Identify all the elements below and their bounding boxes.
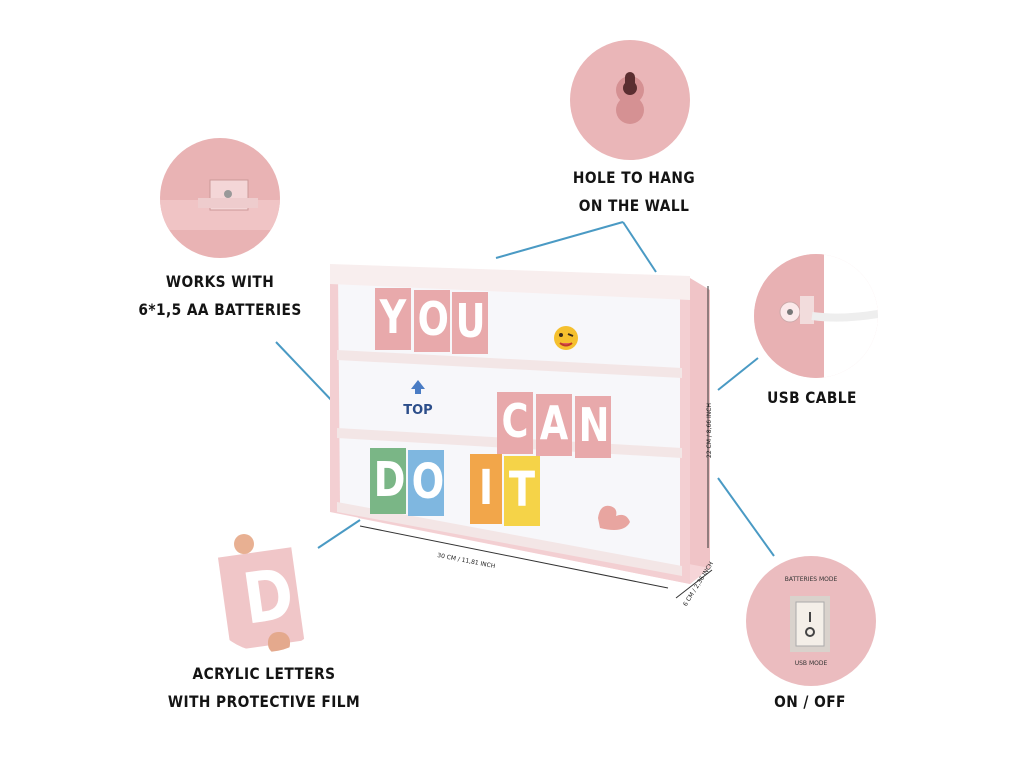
callout-hang-line2: ON THE WALL	[578, 196, 690, 215]
tile-o2	[408, 450, 444, 516]
switch-label-top: BATTERIES MODE	[784, 576, 838, 583]
lightbox-side	[690, 278, 710, 584]
callout-switch: ON / OFF	[758, 688, 861, 716]
tile-a	[536, 394, 572, 456]
callout-usb-line1: USB CABLE	[767, 388, 857, 407]
callout-letters: ACRYLIC LETTERS WITH PROTECTIVE FILM	[152, 660, 376, 716]
leader-line-batteries	[275, 341, 336, 405]
tile-u	[452, 292, 488, 354]
tile-d	[370, 448, 406, 514]
leader-line-hang	[495, 221, 624, 259]
leader-line-usb	[717, 357, 759, 391]
tile-c	[497, 392, 533, 454]
switch-label-bottom: USB MODE	[794, 660, 828, 667]
callout-usb: USB CABLE	[752, 384, 872, 412]
leader-line-letters	[317, 519, 361, 549]
callout-batteries-line1: WORKS WITH	[165, 272, 275, 291]
keyhole-icon	[616, 72, 644, 124]
detail-circle-letter: D	[204, 528, 328, 652]
tile-i	[470, 454, 502, 524]
callout-switch-line1: ON / OFF	[774, 692, 846, 711]
rocker-switch-icon	[790, 596, 830, 652]
tile-o	[414, 290, 450, 352]
lightbox-rail-1	[337, 350, 682, 378]
leader-line-switch	[717, 477, 775, 557]
callout-batteries-line2: 6*1,5 AA BATTERIES	[138, 300, 302, 319]
battery-clip-icon	[160, 179, 280, 230]
callout-batteries: WORKS WITH 6*1,5 AA BATTERIES	[117, 268, 323, 324]
tile-t	[504, 456, 540, 526]
tile-y	[375, 288, 411, 350]
lightbox-rail-top	[330, 264, 690, 300]
tile-n	[575, 396, 611, 458]
lightbox-rail-bottom	[337, 502, 682, 576]
acrylic-letter-icon	[217, 534, 305, 652]
bicep-emoji-icon	[598, 505, 630, 530]
detail-circle-usb	[754, 254, 878, 378]
detail-circle-batteries	[160, 138, 280, 258]
usb-port-icon	[754, 254, 878, 378]
callout-hang: HOLE TO HANG ON THE WALL	[548, 164, 720, 220]
callout-letters-line1: ACRYLIC LETTERS	[192, 664, 336, 683]
top-arrow-icon	[411, 380, 425, 394]
callout-letters-line2: WITH PROTECTIVE FILM	[167, 692, 361, 711]
callout-hang-line1: HOLE TO HANG	[572, 168, 696, 187]
detail-circle-switch: BATTERIES MODE USB MODE	[746, 556, 876, 686]
detail-circle-hang	[570, 40, 690, 160]
leader-line-hang-2	[622, 221, 657, 273]
